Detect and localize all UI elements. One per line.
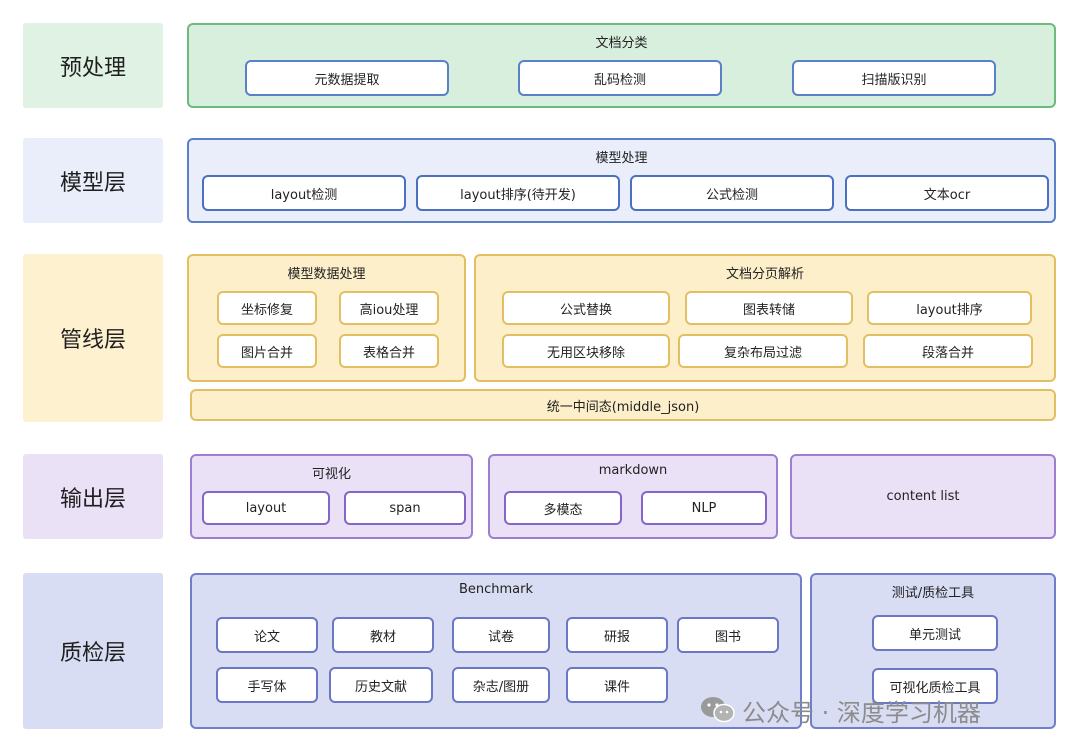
pipeline-item: 高iou处理 [339,291,439,325]
model-item: layout检测 [202,175,406,211]
pipeline-model-data-title: 模型数据处理 [287,267,366,282]
pipeline-item: 图表转储 [685,291,853,325]
model-title: 模型处理 [595,151,648,166]
pipeline-item: 段落合并 [863,334,1033,368]
benchmark-item: 研报 [566,617,668,653]
pipeline-middle-json: 统一中间态(middle_json) [190,389,1056,421]
model-item: layout排序(待开发) [416,175,620,211]
pipeline-item: 表格合并 [339,334,439,368]
tools-item: 可视化质检工具 [872,668,998,704]
model-panel: 模型处理 layout检测 layout排序(待开发) 公式检测 文本ocr [187,138,1056,223]
pipeline-item: 复杂布局过滤 [678,334,848,368]
benchmark-item: 图书 [677,617,779,653]
output-item: span [344,491,466,525]
output-markdown-title: markdown [598,463,668,478]
model-item: 文本ocr [845,175,1049,211]
pipeline-item: 公式替换 [502,291,670,325]
benchmark-item: 杂志/图册 [452,667,550,703]
preprocess-item: 元数据提取 [245,60,449,96]
pipeline-model-data-panel: 模型数据处理 坐标修复 高iou处理 图片合并 表格合并 [187,254,466,382]
output-item: layout [202,491,330,525]
output-content-list: content list [790,454,1056,539]
benchmark-item: 手写体 [216,667,318,703]
layer-label-preprocess: 预处理 [23,23,163,108]
output-markdown-panel: markdown 多模态 NLP [488,454,778,539]
pipeline-item: layout排序 [867,291,1032,325]
qa-tools-title: 测试/质检工具 [891,586,975,601]
benchmark-item: 教材 [332,617,434,653]
output-item: NLP [641,491,767,525]
benchmark-item: 历史文献 [329,667,433,703]
preprocess-item: 扫描版识别 [792,60,996,96]
benchmark-item: 课件 [566,667,668,703]
layer-label-pipeline: 管线层 [23,254,163,422]
benchmark-item: 试卷 [452,617,550,653]
wechat-icon [701,697,735,723]
model-item: 公式检测 [630,175,834,211]
pipeline-item: 无用区块移除 [502,334,670,368]
watermark: 公众号 · 深度学习机器 [700,692,981,728]
output-item: 多模态 [504,491,622,525]
preprocess-title: 文档分类 [595,36,648,51]
pipeline-paging-panel: 文档分页解析 公式替换 图表转储 layout排序 无用区块移除 复杂布局过滤 … [474,254,1056,382]
pipeline-item: 图片合并 [217,334,317,368]
layer-label-model: 模型层 [23,138,163,223]
output-visual-title: 可视化 [311,467,351,482]
pipeline-item: 坐标修复 [217,291,317,325]
qa-tools-panel: 测试/质检工具 单元测试 可视化质检工具 [810,573,1056,729]
preprocess-item: 乱码检测 [518,60,722,96]
benchmark-item: 论文 [216,617,318,653]
pipeline-paging-title: 文档分页解析 [725,267,804,282]
layer-label-qa: 质检层 [23,573,163,729]
qa-benchmark-title: Benchmark [458,582,534,597]
layer-label-output: 输出层 [23,454,163,539]
output-visual-panel: 可视化 layout span [190,454,473,539]
tools-item: 单元测试 [872,615,998,651]
preprocess-panel: 文档分类 元数据提取 乱码检测 扫描版识别 [187,23,1056,108]
qa-benchmark-panel: Benchmark 论文 教材 试卷 研报 图书 手写体 历史文献 杂志/图册 … [190,573,802,729]
watermark-text: 公众号 · 深度学习机器 [742,698,981,727]
